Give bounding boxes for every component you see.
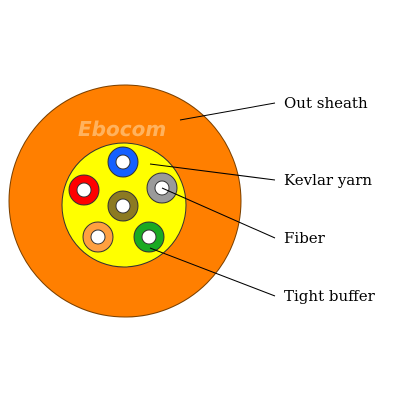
fiber-green	[133, 221, 165, 253]
fiber-blue	[107, 146, 139, 178]
label-tight-buffer: Tight buffer	[284, 287, 376, 305]
fiber-orange	[82, 221, 114, 253]
label-kevlar-yarn: Kevlar yarn	[284, 171, 372, 189]
leader-line-fiber	[161, 187, 276, 239]
leader-line-out-sheath	[179, 102, 276, 121]
label-fiber: Fiber	[284, 229, 326, 247]
leader-line-kevlar-yarn	[149, 163, 276, 181]
leader-line-tight-buffer	[149, 247, 276, 297]
fiber-olive-center	[107, 190, 139, 222]
label-out-sheath: Out sheath	[284, 94, 368, 112]
fiber-red	[68, 174, 100, 206]
watermark-logo: Ebocom	[78, 117, 166, 141]
